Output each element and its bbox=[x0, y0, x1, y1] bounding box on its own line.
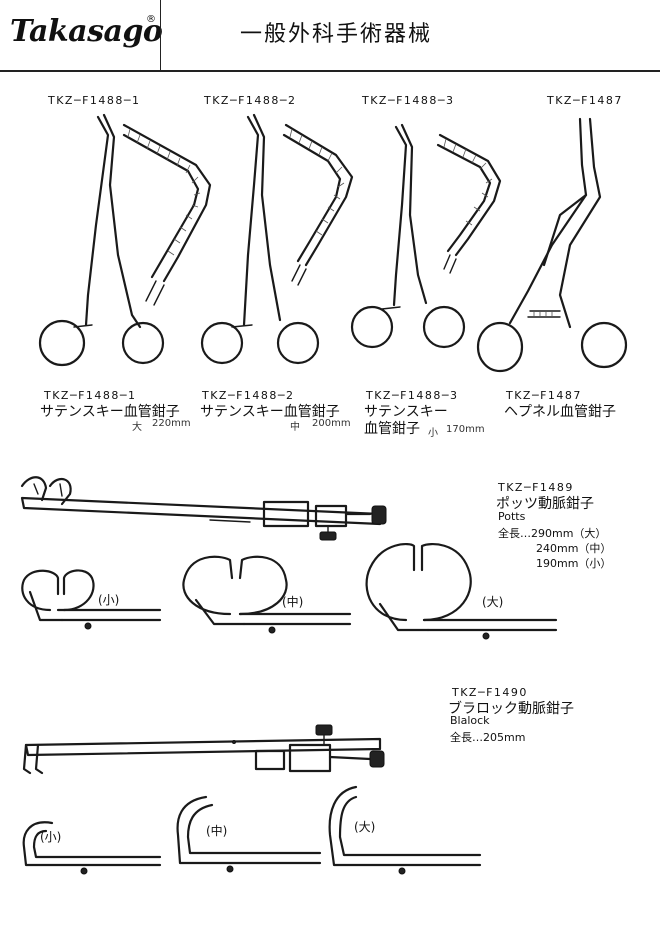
blalock-code: TKZ─F1490 bbox=[452, 686, 528, 699]
potts-tip-medium-label: (中) bbox=[282, 594, 303, 609]
clamp-2-size: 200mm bbox=[312, 418, 351, 429]
header-rule bbox=[0, 70, 660, 72]
potts-code: TKZ─F1489 bbox=[498, 481, 574, 494]
clamp-2-drawing bbox=[200, 113, 354, 365]
potts-length-2: 240mm（中） bbox=[536, 542, 612, 555]
clamp-4-code: TKZ─F1487 bbox=[506, 389, 582, 402]
blalock-tip-medium: (中) bbox=[176, 795, 322, 873]
potts-tip-large: (大) bbox=[365, 542, 558, 640]
blalock-forceps-illustration: (小) (中) (大) bbox=[22, 724, 482, 875]
vascular-clamps-illustration bbox=[38, 113, 628, 373]
potts-tip-large-label: (大) bbox=[482, 595, 503, 609]
clamp-1-code: TKZ─F1488─1 bbox=[44, 389, 137, 402]
clamp-2-size-prefix: 中 bbox=[290, 422, 300, 433]
clamp-2-name: サテンスキー血管鉗子 bbox=[200, 404, 340, 420]
blalock-name: ブラロック動脈鉗子 bbox=[448, 701, 574, 717]
clamp-4-drawing bbox=[476, 117, 628, 373]
clamp-1-name: サテンスキー血管鉗子 bbox=[40, 404, 180, 420]
brand-logo: Takasago bbox=[10, 14, 163, 49]
potts-name-en: Potts bbox=[498, 510, 526, 523]
clamp-3-top-code: TKZ─F1488─3 bbox=[362, 94, 455, 107]
clamp-1-drawing bbox=[38, 113, 212, 367]
blalock-name-en: Blalock bbox=[450, 714, 490, 727]
blalock-main-drawing bbox=[22, 724, 385, 775]
clamp-3-name-line2: 血管鉗子 bbox=[364, 421, 420, 437]
clamp-4-name: ヘプネル血管鉗子 bbox=[504, 404, 616, 420]
clamp-3-size: 170mm bbox=[446, 424, 485, 435]
potts-tip-small: (小) bbox=[21, 569, 162, 630]
clamp-1-top-code: TKZ─F1488─1 bbox=[48, 94, 141, 107]
potts-length: 全長…290mm（大） bbox=[498, 527, 607, 540]
clamp-3-drawing bbox=[350, 123, 502, 349]
blalock-tip-medium-label: (中) bbox=[206, 823, 227, 838]
blalock-length: 全長…205mm bbox=[450, 731, 526, 744]
blalock-tip-small-label: (小) bbox=[40, 830, 61, 844]
clamp-2-code: TKZ─F1488─2 bbox=[202, 389, 295, 402]
blalock-tip-small: (小) bbox=[22, 821, 162, 875]
blalock-tip-large-label: (大) bbox=[354, 820, 375, 834]
blalock-tip-large: (大) bbox=[328, 785, 482, 875]
clamp-3-code: TKZ─F1488─3 bbox=[366, 389, 459, 402]
potts-tip-small-label: (小) bbox=[98, 593, 119, 607]
clamp-3-size-prefix: 小 bbox=[428, 428, 438, 439]
potts-tip-medium: (中) bbox=[182, 555, 352, 634]
potts-forceps-illustration: (小) (中) (大) bbox=[20, 476, 558, 640]
potts-length-3: 190mm（小） bbox=[536, 557, 612, 570]
header-divider bbox=[160, 0, 161, 71]
clamp-1-size: 220mm bbox=[152, 418, 191, 429]
clamp-2-top-code: TKZ─F1488─2 bbox=[204, 94, 297, 107]
registered-mark: ® bbox=[146, 14, 156, 25]
clamp-1-size-prefix: 大 bbox=[132, 422, 142, 433]
potts-main-drawing bbox=[20, 476, 387, 541]
clamp-3-name-line1: サテンスキー bbox=[364, 404, 448, 420]
page-title: 一般外科手術器械 bbox=[240, 22, 433, 47]
potts-name: ポッツ動脈鉗子 bbox=[496, 496, 594, 512]
clamp-4-top-code: TKZ─F1487 bbox=[547, 94, 623, 107]
